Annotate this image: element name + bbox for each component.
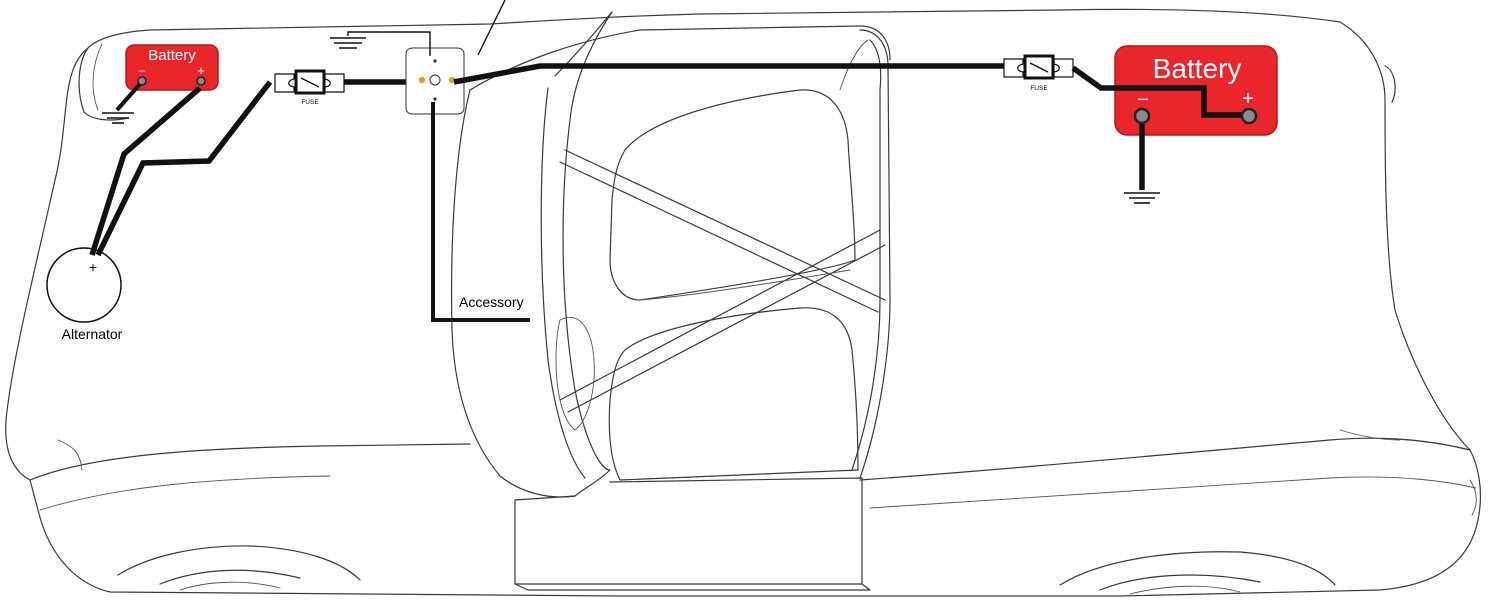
battery-rear-label: Battery — [1153, 53, 1242, 84]
car-body-outline — [5, 8, 1481, 597]
battery-front-body — [125, 44, 219, 91]
fuse-front: FUSE — [274, 69, 345, 106]
alternator-icon — [46, 247, 122, 323]
battery-front-positive-sign: + — [197, 63, 205, 78]
fuse-front-label: FUSE — [301, 99, 319, 106]
battery-front-negative-sign: – — [139, 63, 146, 77]
isolator-right-post — [448, 76, 456, 84]
ground-symbol-icon — [1124, 192, 1160, 204]
wire-accessory — [431, 102, 530, 322]
ground-symbol-icon — [330, 37, 366, 49]
leader-line — [477, 0, 506, 56]
battery-rear-positive-sign: + — [1242, 88, 1254, 110]
accessory-label: Accessory — [459, 294, 524, 310]
battery-rear-negative-post — [1133, 107, 1151, 125]
ground-symbol-icon — [102, 112, 134, 124]
alternator-label: Alternator — [62, 326, 123, 342]
battery-rear-positive-post — [1240, 107, 1258, 125]
fuse-rear: FUSE — [1003, 54, 1074, 92]
fuse-rear-label: FUSE — [1030, 85, 1048, 92]
wire-isolator-to-rear-fuse — [453, 63, 1004, 85]
wire-rear-fuse-to-rear-battery — [1071, 65, 1248, 118]
wire-isolator-ground — [347, 31, 431, 56]
isolator-left-post — [418, 76, 426, 84]
battery-front-label: Battery — [148, 47, 196, 64]
wire-alternator-to-front-fuse — [95, 80, 273, 257]
battery-front-positive-post — [196, 76, 206, 86]
battery-rear-negative-sign: – — [1138, 88, 1148, 108]
isolator — [405, 47, 465, 115]
alternator-positive-sign: + — [89, 259, 97, 275]
fuse-icon — [274, 73, 295, 93]
wire-alternator-to-front-battery — [89, 85, 202, 256]
battery-front: Battery – + — [125, 44, 219, 91]
battery-front-negative-post — [137, 76, 147, 86]
wire-front-battery-ground — [115, 82, 142, 112]
alternator: + Alternator — [46, 247, 123, 342]
fuse-icon — [1003, 58, 1024, 78]
